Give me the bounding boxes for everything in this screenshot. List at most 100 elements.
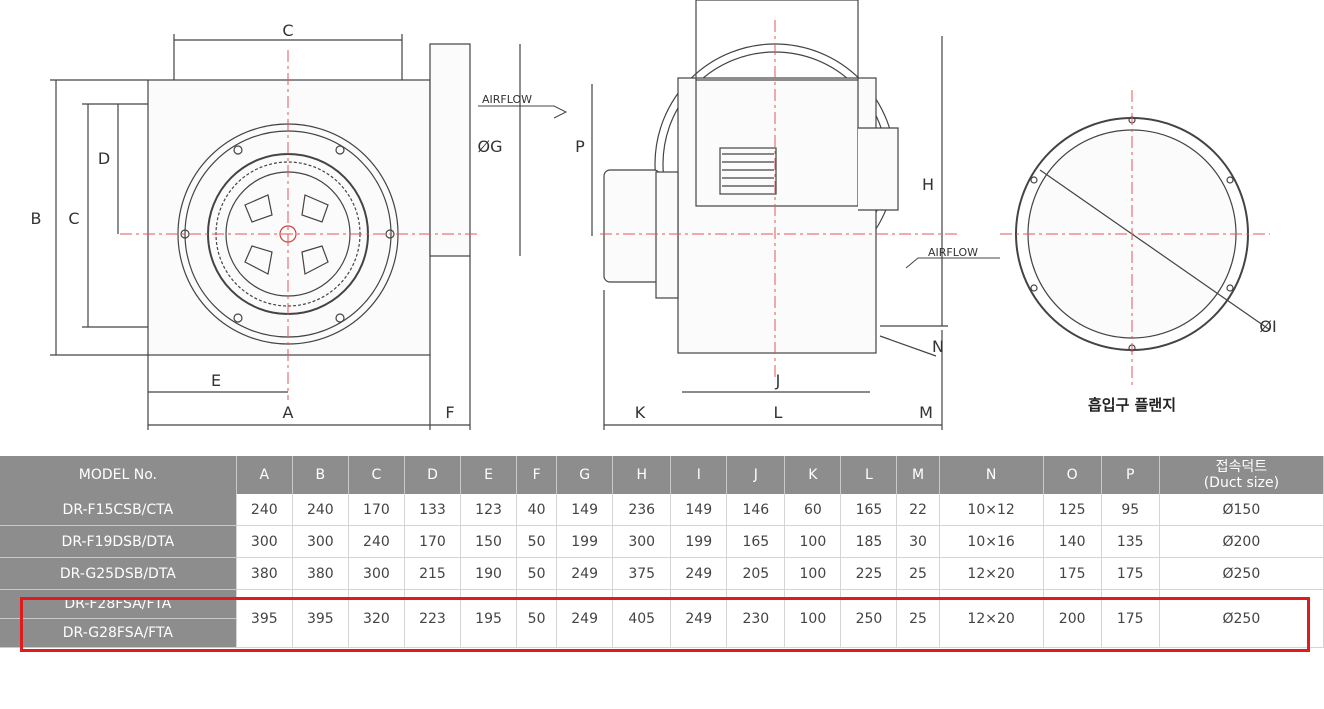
dim-label-c-top: C bbox=[282, 21, 293, 40]
dim-label-d: D bbox=[98, 149, 110, 168]
col-header: B bbox=[292, 456, 349, 494]
table-cell: 133 bbox=[404, 494, 462, 526]
table-cell: 175 bbox=[1101, 589, 1160, 648]
table-cell: 149 bbox=[670, 494, 728, 526]
table-row-highlighted: DR-F28FSA/FTA 395 395 320 223 195 50 249… bbox=[0, 589, 1324, 648]
table-cell: 300 bbox=[236, 525, 293, 558]
col-header: A bbox=[236, 456, 293, 494]
col-header: I bbox=[670, 456, 728, 494]
table-cell: 230 bbox=[726, 589, 786, 648]
table-cell: 240 bbox=[292, 494, 349, 526]
col-header: P bbox=[1101, 456, 1160, 494]
table-cell: 125 bbox=[1043, 494, 1102, 526]
table-cell: 149 bbox=[556, 494, 614, 526]
table-cell: 165 bbox=[840, 494, 898, 526]
table-cell: 199 bbox=[670, 525, 728, 558]
duct-cell: Ø200 bbox=[1159, 525, 1324, 558]
duct-header-line1: 접속덕트 bbox=[1215, 459, 1268, 475]
dim-label-c-left: C bbox=[68, 209, 79, 228]
col-header: C bbox=[348, 456, 405, 494]
table-cell: 123 bbox=[460, 494, 518, 526]
table-cell: 300 bbox=[292, 525, 349, 558]
technical-drawing: C B C D E A F ØG AIRFLOW O P H J K L M N… bbox=[31, 0, 1277, 430]
table-cell: 50 bbox=[516, 525, 558, 558]
col-header: J bbox=[726, 456, 786, 494]
table-cell: 50 bbox=[516, 589, 558, 648]
col-header: O bbox=[1043, 456, 1102, 494]
table-cell: 10×16 bbox=[939, 525, 1044, 558]
table-cell: 95 bbox=[1101, 494, 1160, 526]
col-header: MODEL No. bbox=[0, 456, 237, 494]
table-cell: 100 bbox=[784, 525, 842, 558]
table-cell: 25 bbox=[896, 589, 940, 648]
dim-label-n: N bbox=[932, 337, 944, 356]
col-header: D bbox=[404, 456, 462, 494]
flange-caption: 흡입구 플랜지 bbox=[1088, 396, 1176, 414]
side-view bbox=[591, 0, 1000, 430]
model-cell: DR-F15CSB/CTA bbox=[0, 494, 237, 526]
dim-label-l: L bbox=[774, 403, 783, 422]
airflow-label-front: AIRFLOW bbox=[482, 93, 532, 106]
table-header-row: MODEL No. A B C D E F G H I J K L M N O … bbox=[0, 456, 1324, 494]
table-cell: 170 bbox=[348, 494, 405, 526]
table-cell: 249 bbox=[670, 557, 728, 590]
table-cell: 22 bbox=[896, 494, 940, 526]
dim-label-e: E bbox=[211, 371, 221, 390]
table-cell: 240 bbox=[236, 494, 293, 526]
table-cell: 395 bbox=[236, 589, 293, 648]
duct-cell: Ø150 bbox=[1159, 494, 1324, 526]
col-header: K bbox=[784, 456, 842, 494]
table-cell: 12×20 bbox=[939, 589, 1044, 648]
dim-label-i: ØI bbox=[1259, 317, 1276, 336]
dim-label-g: ØG bbox=[478, 137, 503, 156]
table-cell: 175 bbox=[1101, 557, 1160, 590]
table-cell: 225 bbox=[840, 557, 898, 590]
col-header-duct: 접속덕트 (Duct size) bbox=[1159, 456, 1324, 494]
table-cell: 175 bbox=[1043, 557, 1102, 590]
table-cell: 250 bbox=[840, 589, 898, 648]
table-cell: 380 bbox=[236, 557, 293, 590]
col-header: E bbox=[460, 456, 518, 494]
table-cell: 190 bbox=[460, 557, 518, 590]
table-cell: 205 bbox=[726, 557, 786, 590]
table-cell: 50 bbox=[516, 557, 558, 590]
col-header: F bbox=[516, 456, 558, 494]
col-header: N bbox=[939, 456, 1044, 494]
dim-label-a: A bbox=[283, 403, 294, 422]
table-cell: 200 bbox=[1043, 589, 1102, 648]
table-cell: 300 bbox=[612, 525, 672, 558]
table-cell: 140 bbox=[1043, 525, 1102, 558]
table-row-highlighted: DR-G28FSA/FTA bbox=[0, 618, 1324, 648]
table-cell: 40 bbox=[516, 494, 558, 526]
duct-header-line2: (Duct size) bbox=[1203, 475, 1280, 491]
table-cell: 12×20 bbox=[939, 557, 1044, 590]
table-cell: 215 bbox=[404, 557, 462, 590]
col-header: M bbox=[896, 456, 940, 494]
dim-label-h: H bbox=[922, 175, 934, 194]
table-row: DR-F19DSB/DTA 300 300 240 170 150 50 199… bbox=[0, 525, 1324, 558]
duct-cell: Ø250 bbox=[1159, 557, 1324, 590]
model-cell: DR-G25DSB/DTA bbox=[0, 557, 237, 590]
table-cell: 249 bbox=[556, 557, 614, 590]
table-cell: 25 bbox=[896, 557, 940, 590]
dim-label-m: M bbox=[919, 403, 933, 422]
table-cell: 249 bbox=[670, 589, 728, 648]
dim-label-k: K bbox=[635, 403, 646, 422]
table-cell: 146 bbox=[726, 494, 786, 526]
table-cell: 395 bbox=[292, 589, 349, 648]
table-cell: 165 bbox=[726, 525, 786, 558]
col-header: L bbox=[840, 456, 898, 494]
model-cell: DR-G28FSA/FTA bbox=[0, 618, 237, 648]
table-cell: 150 bbox=[460, 525, 518, 558]
table-row: DR-F15CSB/CTA 240 240 170 133 123 40 149… bbox=[0, 494, 1324, 526]
col-header: G bbox=[556, 456, 614, 494]
table-cell: 100 bbox=[784, 557, 842, 590]
table-cell: 135 bbox=[1101, 525, 1160, 558]
table-cell: 10×12 bbox=[939, 494, 1044, 526]
spec-table: MODEL No. A B C D E F G H I J K L M N O … bbox=[0, 456, 1324, 648]
table-cell: 300 bbox=[348, 557, 405, 590]
table-cell: 195 bbox=[460, 589, 518, 648]
dim-label-p: P bbox=[575, 137, 585, 156]
table-cell: 100 bbox=[784, 589, 842, 648]
dim-label-o: O bbox=[771, 0, 784, 2]
